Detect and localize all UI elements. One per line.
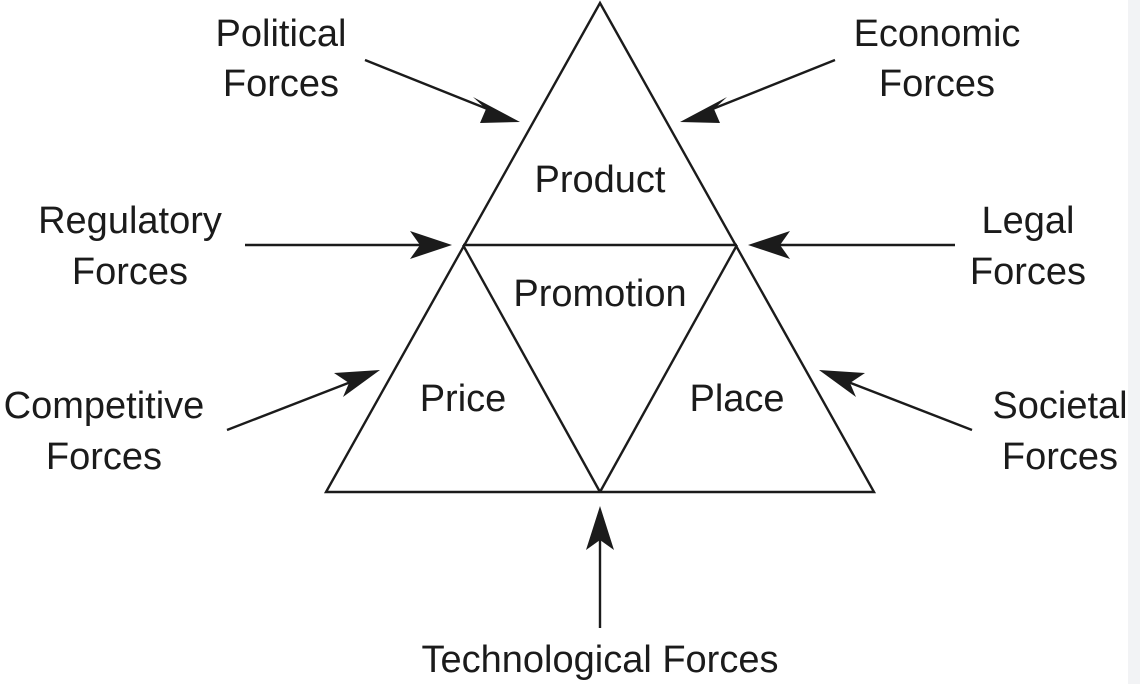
societal-forces-label-line1: Societal: [992, 385, 1127, 427]
regulatory-forces-label-line1: Regulatory: [38, 200, 222, 242]
political-forces-arrow: [364, 58, 520, 123]
economic-forces-label-line1: Economic: [854, 13, 1021, 55]
legal-forces-label-line1: Legal: [982, 200, 1075, 242]
promotion-label: Promotion: [513, 273, 686, 315]
product-label: Product: [535, 159, 666, 201]
competitive-forces-arrow: [226, 370, 380, 432]
political-forces-label-line1: Political: [216, 13, 347, 55]
economic-forces-label-line2: Forces: [879, 63, 995, 105]
economic-forces-arrow: [680, 58, 836, 123]
regulatory-forces-arrow: [245, 231, 452, 259]
left-inner-divider: [461, 244, 602, 493]
competitive-forces-label-line1: Competitive: [4, 385, 205, 427]
technological-forces-arrow: [586, 506, 614, 628]
technological-forces-label: Technological Forces: [422, 639, 779, 681]
societal-forces-label-line2: Forces: [1002, 436, 1118, 478]
legal-forces-label-line2: Forces: [970, 251, 1086, 293]
regulatory-forces-label-line2: Forces: [72, 251, 188, 293]
legal-forces-arrow: [748, 231, 955, 259]
right-inner-divider: [598, 244, 739, 493]
price-label: Price: [420, 378, 507, 420]
political-forces-label-line2: Forces: [223, 63, 339, 105]
competitive-forces-label-line2: Forces: [46, 436, 162, 478]
marketing-mix-triangle: [323, 0, 877, 494]
societal-forces-arrow: [819, 370, 973, 432]
place-label: Place: [689, 378, 784, 420]
